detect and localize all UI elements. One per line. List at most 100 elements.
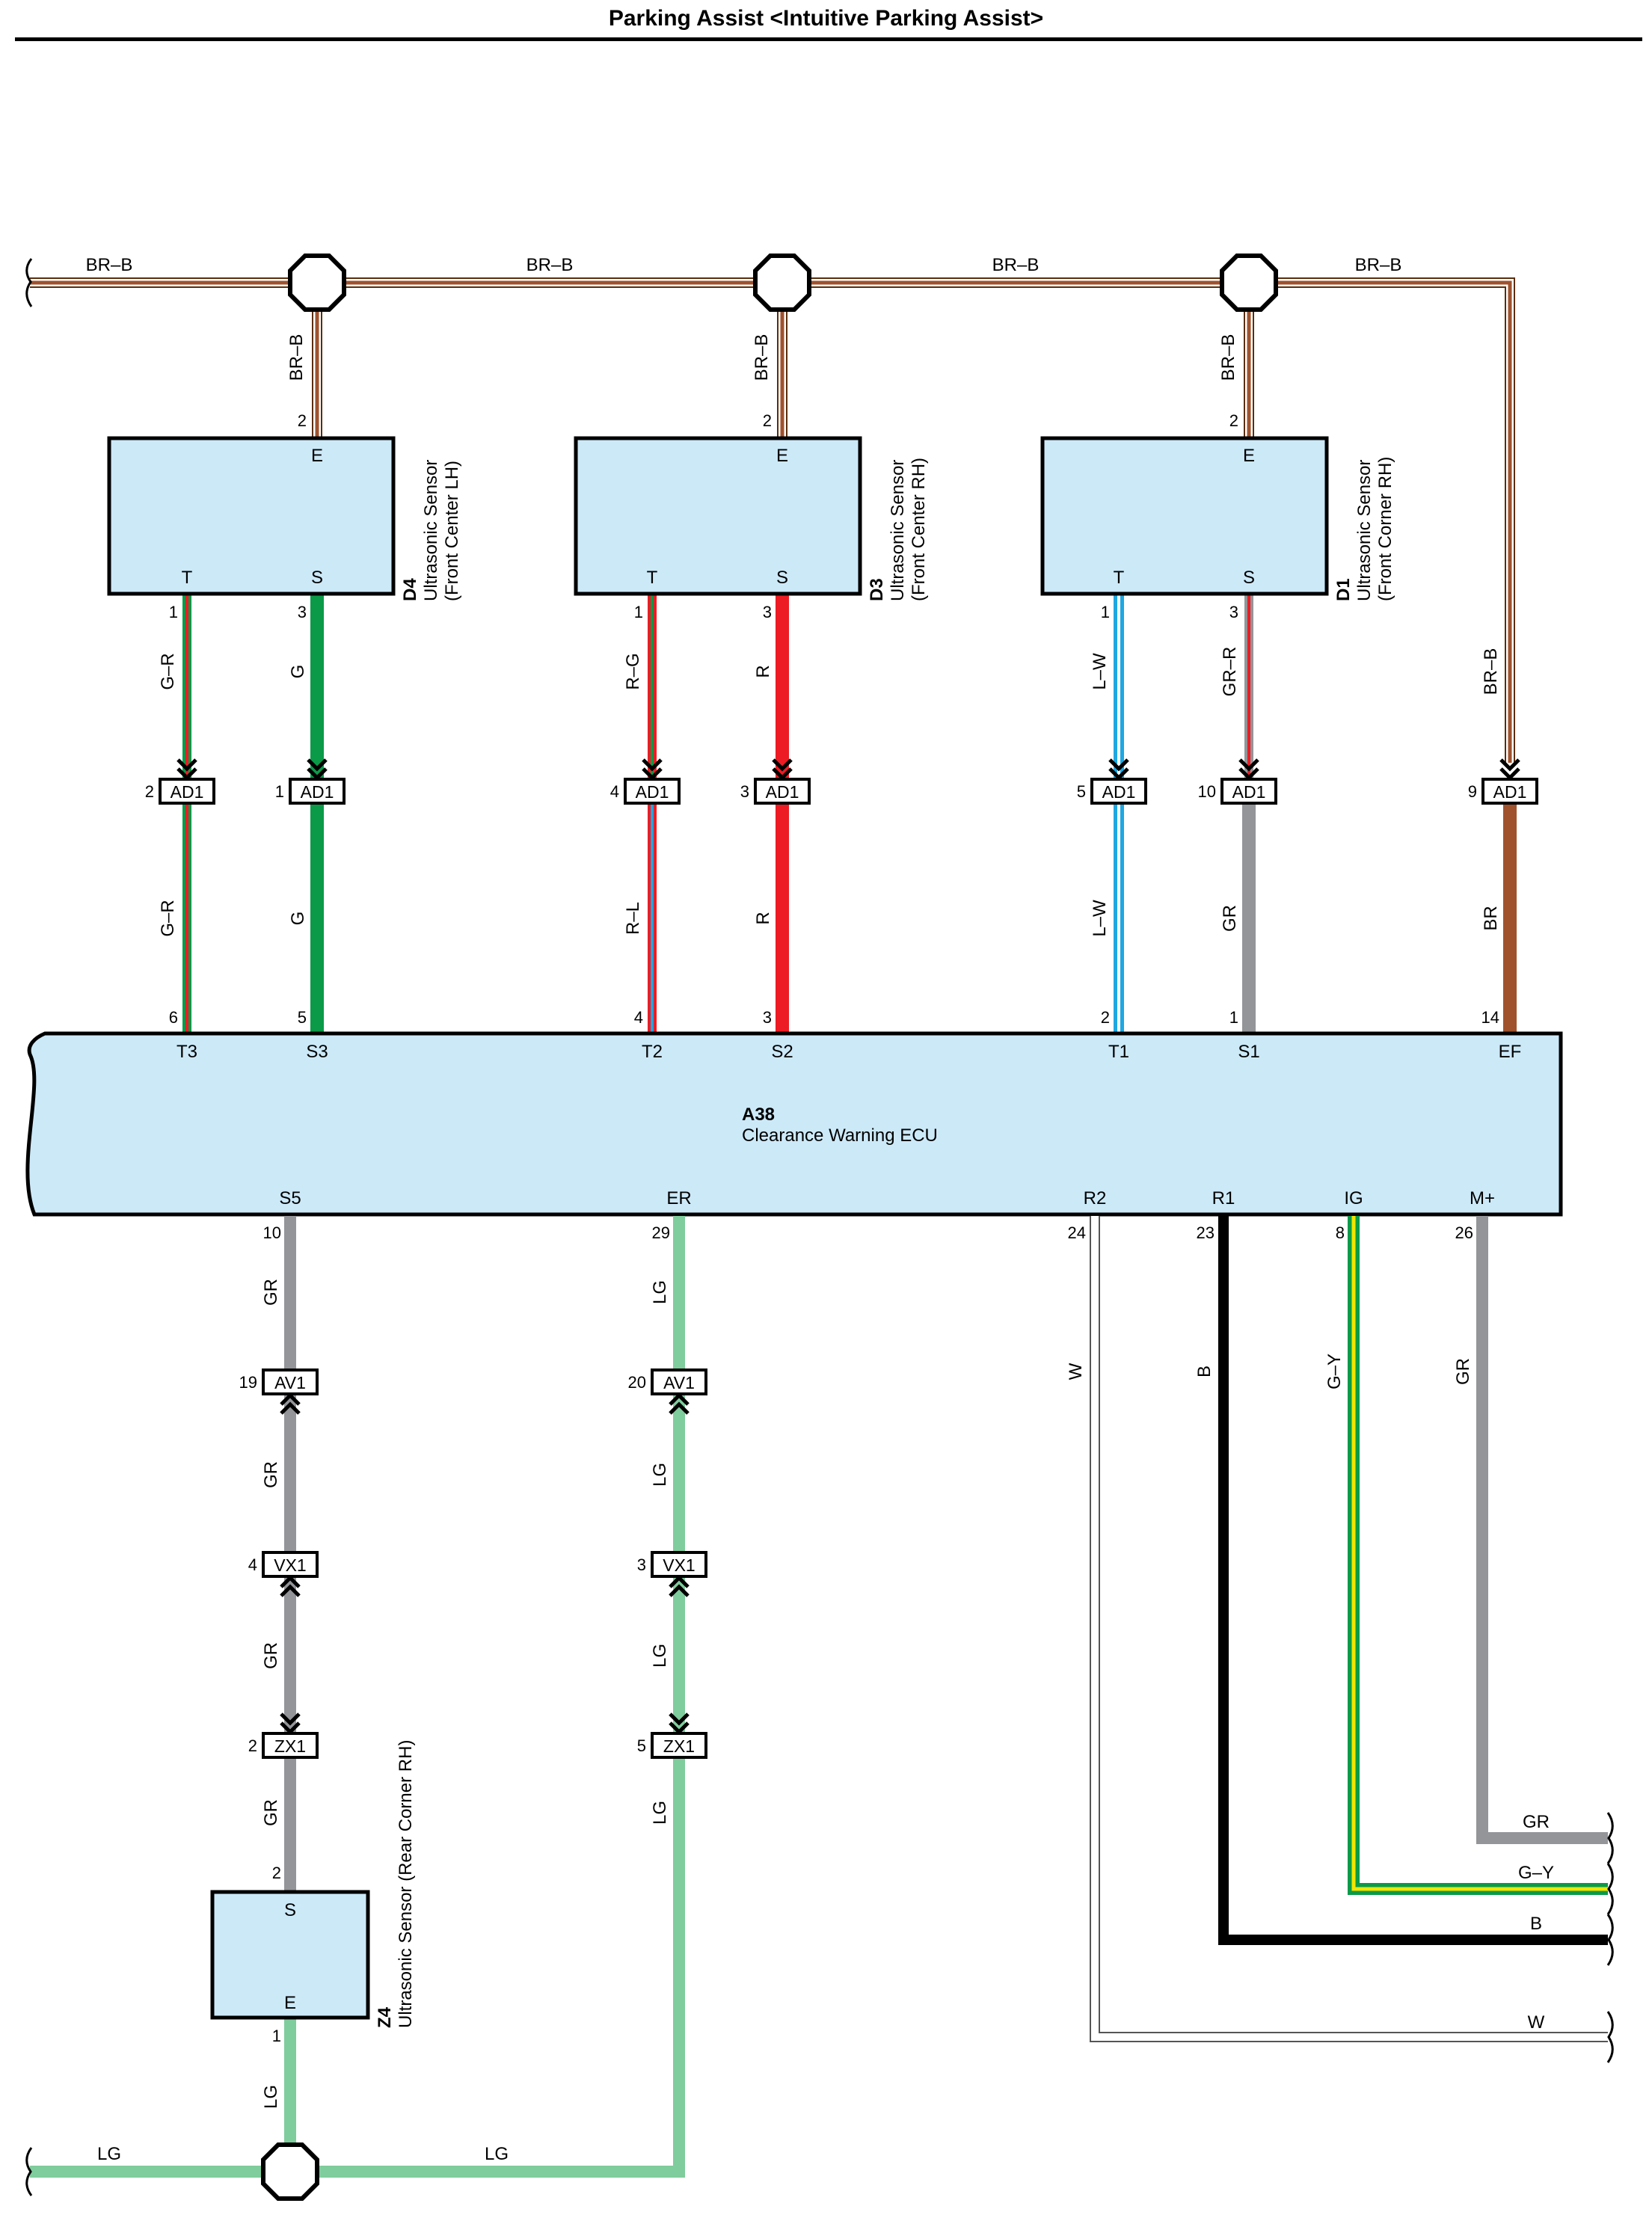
- svg-text:(Front Center LH): (Front Center LH): [442, 461, 462, 601]
- bus-wire-label: BR–B: [1355, 255, 1402, 275]
- wire-label: LG: [650, 1280, 670, 1304]
- pin-number: 4: [634, 1008, 643, 1027]
- wire-label: LG: [650, 1463, 670, 1487]
- pin-number: 3: [1229, 603, 1238, 621]
- connector-ad1: AD1 5: [1077, 760, 1147, 805]
- sensor-d3: E T S: [574, 436, 862, 596]
- wire-label: G–Y: [1324, 1354, 1345, 1389]
- wire-label: LG: [650, 1801, 670, 1825]
- splice-point: [753, 254, 811, 312]
- break-mark: [1606, 1914, 1614, 1966]
- wire-label: W: [1528, 2012, 1545, 2033]
- break-mark: [1606, 1863, 1614, 1915]
- pin-number: 10: [263, 1223, 281, 1242]
- pin-number: 6: [169, 1008, 178, 1027]
- svg-text:S1: S1: [1238, 1042, 1259, 1062]
- pin-number: 14: [1481, 1008, 1499, 1027]
- svg-text:Ultrasonic Sensor: Ultrasonic Sensor: [1354, 460, 1375, 601]
- svg-text:10: 10: [1198, 782, 1216, 801]
- title-underline: [15, 37, 1642, 41]
- svg-text:AD1: AD1: [1493, 782, 1527, 802]
- connector-vx1: VX1 4: [248, 1551, 319, 1596]
- svg-text:AD1: AD1: [171, 782, 204, 802]
- bus-wire-label: BR–B: [526, 255, 574, 275]
- svg-text:2: 2: [145, 782, 154, 801]
- svg-text:4: 4: [248, 1555, 257, 1574]
- connector-zx1: ZX1 5: [637, 1714, 707, 1759]
- pin-number: 8: [1336, 1223, 1345, 1242]
- pin-label-e: E: [1243, 446, 1255, 466]
- svg-text:D1: D1: [1333, 578, 1354, 601]
- pin-number: 26: [1455, 1223, 1473, 1242]
- wire-label: GR–R: [1220, 647, 1240, 697]
- svg-text:AD1: AD1: [766, 782, 799, 802]
- svg-text:AD1: AD1: [1232, 782, 1266, 802]
- wire-label: R: [753, 665, 773, 678]
- wire-label: L–W: [1090, 653, 1110, 690]
- wire-label: GR: [1220, 905, 1240, 932]
- pin-number: 3: [298, 603, 307, 621]
- svg-text:AD1: AD1: [1102, 782, 1136, 802]
- svg-text:T3: T3: [176, 1042, 197, 1062]
- pin-label-e: E: [776, 446, 788, 466]
- pin-label-s: S: [311, 568, 323, 588]
- bus-wire-label: BR–B: [992, 255, 1040, 275]
- wire-r1-b: [1218, 1216, 1608, 1945]
- svg-text:D4: D4: [400, 578, 420, 601]
- wire-label: L–W: [1090, 900, 1110, 937]
- splice-point: [1220, 254, 1278, 312]
- connector-ad1: AD1 3: [740, 760, 811, 805]
- ecu-id: A38: [742, 1105, 775, 1125]
- ecu-name: Clearance Warning ECU: [742, 1125, 938, 1146]
- wire-label: LG: [650, 1644, 670, 1668]
- break-mark: [1606, 1812, 1614, 1864]
- pin-number: 3: [763, 1008, 772, 1027]
- wire-label: GR: [261, 1642, 281, 1669]
- wire-label: R–L: [623, 902, 643, 935]
- wire-label: GR: [261, 1279, 281, 1306]
- pin-label-e: E: [284, 1993, 296, 2013]
- connector-ad1: AD1 10: [1198, 760, 1277, 805]
- svg-text:ZX1: ZX1: [663, 1736, 695, 1756]
- pin-number: 2: [272, 1864, 281, 1882]
- svg-text:(Front Center RH): (Front Center RH): [909, 458, 929, 601]
- splice-point: [261, 2142, 319, 2201]
- pin-number: 3: [763, 603, 772, 621]
- svg-text:S3: S3: [306, 1042, 328, 1062]
- pin-label-s: S: [776, 568, 788, 588]
- svg-text:2: 2: [248, 1736, 257, 1755]
- splice-point: [288, 254, 346, 312]
- pin-number: 24: [1068, 1223, 1086, 1242]
- pin-number: 23: [1197, 1223, 1215, 1242]
- sensor-d1: E T S: [1040, 436, 1329, 596]
- svg-text:S5: S5: [279, 1188, 301, 1208]
- svg-text:Ultrasonic Sensor (Rear Corner: Ultrasonic Sensor (Rear Corner RH): [396, 1740, 416, 2028]
- connector-ad1: AD1 9: [1468, 760, 1538, 805]
- pin-number: 29: [652, 1223, 670, 1242]
- svg-text:9: 9: [1468, 782, 1477, 801]
- svg-text:VX1: VX1: [663, 1555, 695, 1575]
- wire-label: G: [288, 665, 308, 679]
- connector-zx1: ZX1 2: [248, 1714, 319, 1759]
- svg-text:AV1: AV1: [274, 1373, 306, 1392]
- wire-label: G–Y: [1518, 1863, 1554, 1883]
- svg-text:4: 4: [610, 782, 619, 801]
- pin-number: 2: [1229, 411, 1238, 430]
- svg-text:IG: IG: [1344, 1188, 1363, 1208]
- svg-text:5: 5: [1077, 782, 1086, 801]
- svg-text:AV1: AV1: [663, 1373, 695, 1392]
- pin-label-t: T: [1114, 568, 1125, 588]
- svg-text:Z4: Z4: [375, 2006, 395, 2028]
- svg-text:R1: R1: [1212, 1188, 1235, 1208]
- sensor-d4-caption: D4 Ultrasonic Sensor (Front Center LH): [400, 460, 462, 601]
- svg-text:R2: R2: [1084, 1188, 1107, 1208]
- svg-text:ZX1: ZX1: [274, 1736, 306, 1756]
- pin-number: 1: [1229, 1008, 1238, 1027]
- wire-label: BR: [1481, 906, 1501, 930]
- svg-text:20: 20: [628, 1373, 646, 1392]
- pin-number: 2: [1101, 1008, 1110, 1027]
- wire-label: BR–B: [752, 334, 772, 381]
- wire-label: LG: [261, 2085, 281, 2109]
- connector-av1: AV1 20: [628, 1368, 707, 1413]
